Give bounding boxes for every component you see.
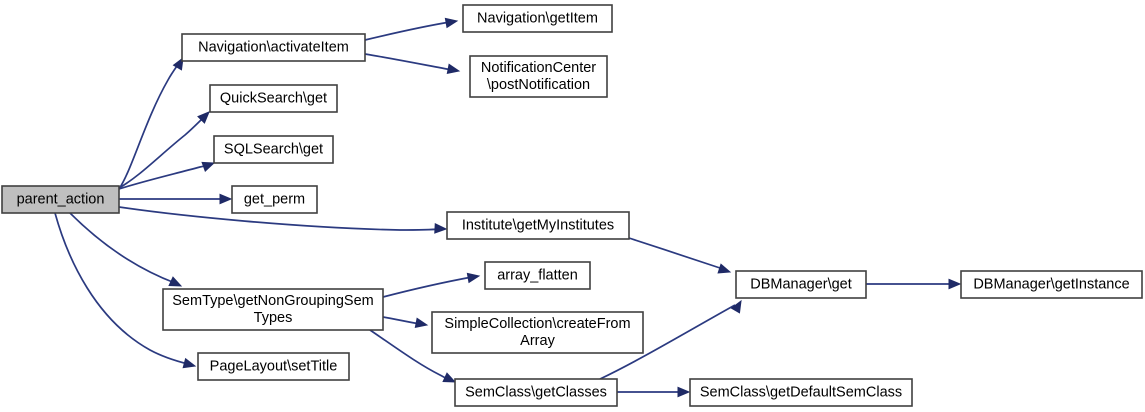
call-edge-navigation_activateitem-to-notificationcenter_postnotification <box>364 53 461 75</box>
arrow-head-icon <box>172 56 184 71</box>
call-edge-parent_action-to-get_perm <box>119 193 233 205</box>
arrow-head-icon <box>414 317 429 329</box>
arrow-head-icon <box>201 161 216 172</box>
node-box[interactable] <box>469 55 608 98</box>
arrow-head-icon <box>466 272 481 284</box>
call-edge-parent_action-to-navigation_activateitem <box>118 56 184 190</box>
call-edge-parent_action-to-quicksearch_get <box>118 111 210 189</box>
node-sqlsearch_get[interactable]: SQLSearch\get <box>213 135 334 164</box>
node-box[interactable] <box>197 352 350 381</box>
arrow-head-icon <box>677 386 691 398</box>
node-navigation_getitem[interactable]: Navigation\getItem <box>462 4 613 33</box>
node-array_flatten[interactable]: array_flatten <box>484 261 591 290</box>
call-edge-parent_action-to-semtype_getnongroupingsemtypes <box>69 212 183 287</box>
node-navigation_activateitem[interactable]: Navigation\activateItem <box>181 33 366 62</box>
node-box[interactable] <box>484 261 591 290</box>
edge-line <box>118 206 441 231</box>
edge-line <box>599 304 736 380</box>
node-box[interactable] <box>689 378 913 407</box>
call-edge-parent_action-to-sqlsearch_get <box>118 161 216 190</box>
edges-layer <box>54 17 962 398</box>
arrow-head-icon <box>948 278 962 290</box>
node-box[interactable] <box>454 378 618 407</box>
edge-line <box>382 276 473 298</box>
node-box[interactable] <box>1 185 120 214</box>
node-box[interactable] <box>231 185 318 214</box>
call-edge-semclass_getclasses-to-semclass_getdefaultsemclass <box>617 386 691 398</box>
node-get_perm[interactable]: get_perm <box>231 185 318 214</box>
node-box[interactable] <box>446 211 630 240</box>
node-semclass_getdefaultsemclass[interactable]: SemClass\getDefaultSemClass <box>689 378 913 407</box>
arrow-head-icon <box>444 17 459 29</box>
node-box[interactable] <box>960 270 1143 299</box>
node-box[interactable] <box>209 84 338 113</box>
arrow-head-icon <box>730 299 742 314</box>
node-institute_getmyinstitutes[interactable]: Institute\getMyInstitutes <box>446 211 630 240</box>
call-edge-parent_action-to-institute_getmyinstitutes <box>118 206 448 234</box>
call-edge-dbmanager_get-to-dbmanager_getinstance <box>866 278 962 290</box>
edge-line <box>628 237 724 270</box>
edge-line <box>364 21 451 41</box>
arrow-head-icon <box>219 193 233 205</box>
call-edge-semtype_getnongroupingsemtypes-to-array_flatten <box>382 272 481 298</box>
edge-line <box>54 212 189 365</box>
node-pagelayout_settitle[interactable]: PageLayout\setTitle <box>197 352 350 381</box>
node-dbmanager_get[interactable]: DBManager\get <box>735 270 867 299</box>
arrow-head-icon <box>168 276 183 287</box>
arrow-head-icon <box>446 63 461 75</box>
call-edge-parent_action-to-pagelayout_settitle <box>54 212 197 369</box>
arrow-head-icon <box>442 372 457 383</box>
call-edge-semtype_getnongroupingsemtypes-to-semclass_getclasses <box>369 329 457 383</box>
node-box[interactable] <box>213 135 334 164</box>
arrow-head-icon <box>182 357 197 369</box>
node-box[interactable] <box>462 4 613 33</box>
node-box[interactable] <box>162 288 384 331</box>
edge-line <box>364 53 453 71</box>
edge-line <box>118 114 207 189</box>
node-semclass_getclasses[interactable]: SemClass\getClasses <box>454 378 618 407</box>
arrow-head-icon <box>197 111 210 124</box>
edge-line <box>118 163 213 190</box>
node-notificationcenter_postnotification[interactable]: NotificationCenter\postNotification <box>469 55 608 98</box>
node-parent_action[interactable]: parent_action <box>1 185 120 214</box>
call-edge-semtype_getnongroupingsemtypes-to-simplecollection_createfromarray <box>382 316 429 329</box>
call-edge-semclass_getclasses-to-dbmanager_get <box>599 299 742 380</box>
call-edge-institute_getmyinstitutes-to-dbmanager_get <box>628 237 732 274</box>
node-box[interactable] <box>181 33 366 62</box>
call-edge-navigation_activateitem-to-navigation_getitem <box>364 17 459 41</box>
edge-line <box>118 59 182 190</box>
arrow-head-icon <box>717 263 732 274</box>
node-quicksearch_get[interactable]: QuickSearch\get <box>209 84 338 113</box>
node-dbmanager_getinstance[interactable]: DBManager\getInstance <box>960 270 1143 299</box>
node-box[interactable] <box>735 270 867 299</box>
arrow-head-icon <box>434 223 448 234</box>
node-box[interactable] <box>431 311 644 354</box>
edge-line <box>382 316 421 325</box>
edge-line <box>69 212 176 284</box>
